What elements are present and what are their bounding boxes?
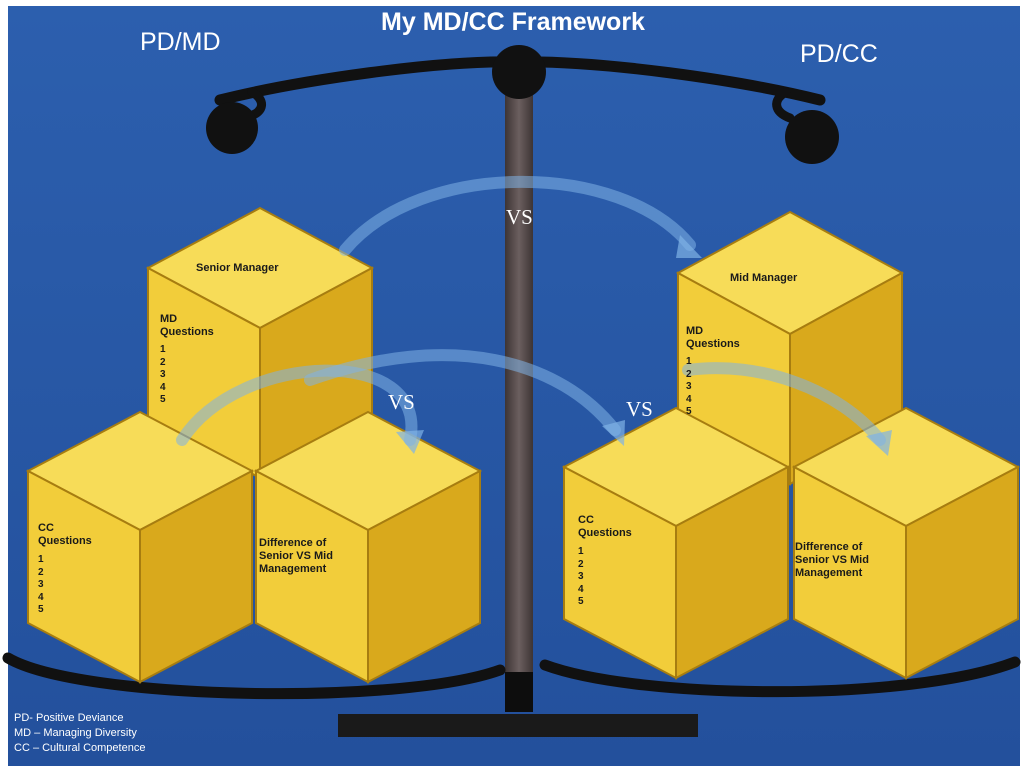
question-number: 2 <box>38 566 44 578</box>
right-diff-label: Difference of Senior VS Mid Management <box>795 541 869 579</box>
left-top-cube-label: Senior Manager <box>196 262 279 274</box>
question-number: 5 <box>160 394 166 405</box>
left-cc-title: CC Questions <box>38 522 92 547</box>
question-number: 3 <box>38 579 44 590</box>
cube-side-face <box>139 469 253 684</box>
pan-left <box>2 652 506 700</box>
pan-right <box>539 656 1021 698</box>
question-number: 1 <box>160 344 166 355</box>
cube-side-face <box>675 465 789 680</box>
arrow-cross-right <box>304 349 625 446</box>
scale-base <box>338 714 698 737</box>
arrow-head <box>866 430 892 456</box>
question-number: 4 <box>160 381 166 393</box>
cube-side-face <box>367 469 481 684</box>
arrow-senior-to-mid <box>339 175 702 258</box>
vs-label-top: VS <box>506 205 533 229</box>
left-diff-cube <box>253 410 483 684</box>
question-number: 3 <box>578 571 584 582</box>
legend: PD- Positive Deviance MD – Managing Dive… <box>14 711 145 756</box>
question-number: 5 <box>578 596 584 607</box>
question-number: 2 <box>578 558 584 570</box>
vs-label-right: VS <box>626 397 653 421</box>
arrow-right-diff <box>682 362 892 456</box>
vs-label-left: VS <box>388 390 415 414</box>
legend-item: CC – Cultural Competence <box>14 742 146 754</box>
scale-pole <box>505 90 533 705</box>
question-number: 4 <box>38 591 44 603</box>
diagram-title: My MD/CC Framework <box>381 8 645 36</box>
question-number: 2 <box>160 356 166 368</box>
pole-foot <box>505 672 533 712</box>
arrow-head <box>676 235 702 258</box>
beam-hook-right <box>772 87 795 123</box>
legend-item: PD- Positive Deviance <box>14 712 124 724</box>
question-number: 1 <box>578 546 584 557</box>
weight-right <box>785 110 839 164</box>
question-number: 4 <box>578 583 584 595</box>
right-diff-cube <box>791 406 1021 680</box>
cube-side-face <box>905 465 1019 680</box>
question-number: 4 <box>686 393 692 405</box>
left-md-title: MD Questions <box>160 313 214 338</box>
arrow-head <box>602 420 625 446</box>
question-number: 3 <box>686 381 692 392</box>
right-top-cube-label: Mid Manager <box>730 272 798 284</box>
right-cc-title: CC Questions <box>578 514 632 539</box>
question-number: 1 <box>686 356 692 367</box>
left-pan-label: PD/MD <box>140 28 221 56</box>
weight-left <box>206 102 258 154</box>
left-diff-label: Difference of Senior VS Mid Management <box>259 537 333 575</box>
question-number: 1 <box>38 554 44 565</box>
right-cc-cube <box>561 406 791 680</box>
arrow-head <box>396 430 424 454</box>
question-number: 2 <box>686 368 692 380</box>
pivot-knob <box>492 45 546 99</box>
question-number: 3 <box>160 369 166 380</box>
legend-item: MD – Managing Diversity <box>14 727 137 739</box>
question-number: 5 <box>38 604 44 615</box>
question-number: 5 <box>686 406 692 417</box>
right-md-title: MD Questions <box>686 325 740 350</box>
right-pan-label: PD/CC <box>800 40 878 68</box>
left-cc-cube <box>25 410 255 684</box>
